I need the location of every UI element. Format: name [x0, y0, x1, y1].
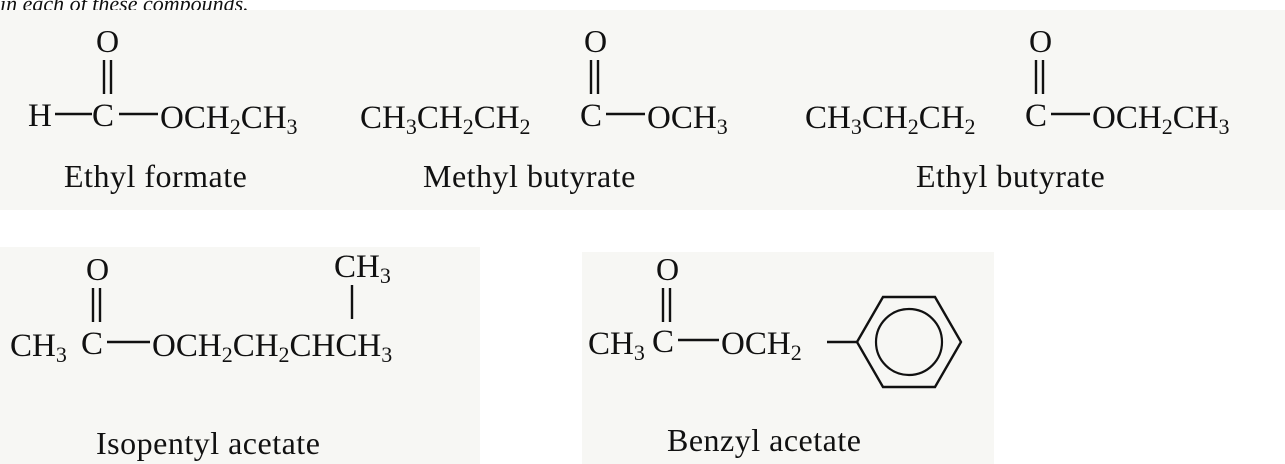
ethyl-butyrate-label: Ethyl butyrate: [916, 158, 1106, 194]
hydrogen-atom: H: [28, 98, 52, 134]
ethyl-formate-label: Ethyl formate: [64, 158, 248, 194]
isopentyl-acetate-label: Isopentyl acetate: [96, 425, 321, 461]
structure-ethyl-formate: O H C OCH2CH3 Ethyl formate: [0, 10, 350, 210]
carbonyl-oxygen: O: [1029, 23, 1052, 59]
isopentyl-acetate-svg: O CH3 CH3 C OCH2CH2CHCH3: [10, 249, 392, 367]
carbonyl-oxygen: O: [96, 23, 119, 59]
carbonyl-oxygen: O: [86, 251, 109, 287]
branch-methyl: CH3: [334, 249, 391, 288]
acetyl-methyl: CH3: [10, 328, 67, 367]
benzene-aromatic-circle: [874, 307, 944, 377]
carbonyl-carbon: C: [81, 326, 103, 362]
propyl-chain: CH3CH2CH2: [360, 100, 531, 139]
methoxy-group: OCH3: [647, 100, 728, 139]
propyl-chain: CH3CH2CH2: [805, 100, 976, 139]
structure-isopentyl-acetate: O CH3 CH3 C OCH2CH2CHCH3 Isopentyl aceta…: [0, 247, 480, 464]
ethyl-formate-svg: O H C OCH2CH3: [28, 23, 298, 139]
carbonyl-carbon: C: [1025, 98, 1047, 134]
acetyl-methyl: CH3: [588, 326, 645, 365]
carbonyl-oxygen: O: [656, 251, 679, 287]
structure-methyl-butyrate: O CH3CH2CH2 C OCH3 Methyl butyrate: [355, 10, 775, 210]
top-panel: [0, 10, 1285, 210]
carbonyl-carbon: C: [92, 98, 114, 134]
isopentyloxy-group: OCH2CH2CHCH3: [152, 328, 392, 367]
structure-ethyl-butyrate: O CH3CH2CH2 C OCH2CH3 Ethyl butyrate: [800, 10, 1285, 210]
methyl-butyrate-svg: O CH3CH2CH2 C OCH3: [360, 23, 728, 139]
ethoxy-group: OCH2CH3: [1092, 100, 1230, 139]
methyl-butyrate-label: Methyl butyrate: [423, 158, 636, 194]
carbonyl-carbon: C: [652, 324, 674, 360]
benzyloxy-group: OCH2: [721, 326, 802, 365]
benzyl-acetate-label: Benzyl acetate: [667, 422, 862, 458]
ethoxy-group: OCH2CH3: [160, 100, 298, 139]
benzyl-acetate-svg: O CH3 C OCH2: [588, 251, 963, 389]
carbonyl-carbon: C: [580, 98, 602, 134]
structure-benzyl-acetate: O CH3 C OCH2 Benzyl acetate: [582, 251, 994, 464]
ethyl-butyrate-svg: O CH3CH2CH2 C OCH2CH3: [805, 23, 1230, 139]
benzene-ring-hexagon: [855, 295, 963, 389]
carbonyl-oxygen: O: [584, 23, 607, 59]
